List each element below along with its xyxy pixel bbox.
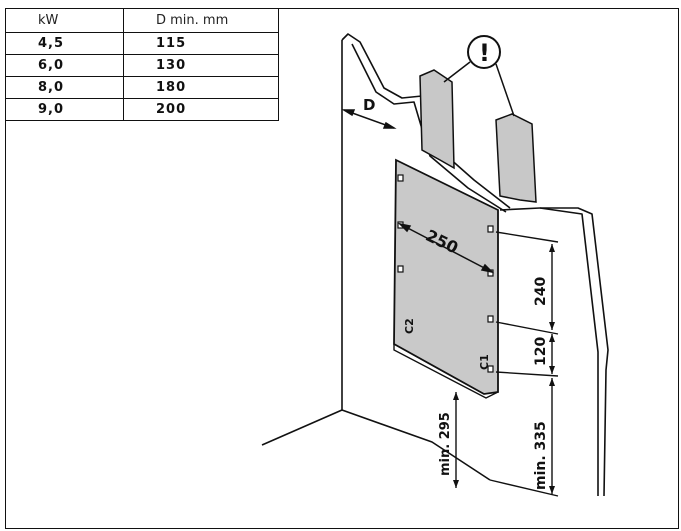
dim-ext-line [495,371,559,377]
table-cell-kw: 9,0 [5,98,124,121]
heater-plate [393,158,499,395]
table-cell-dmin: 115 [123,32,279,55]
dim-d-arrow [382,121,397,129]
rail-right [495,113,537,203]
mount-hole [397,265,404,273]
heater-plate-edge [393,344,499,399]
table-row: 4,5 115 [5,32,279,55]
right-wall-inner [539,207,599,496]
dim-ext-line [489,479,559,497]
label-c2: C2 [403,318,416,334]
dim-arrow [549,366,555,374]
warning-marker-icon: ! [479,39,490,67]
table-row: 8,0 180 [5,76,279,99]
left-wall-inner [351,43,507,213]
label-c1: C1 [478,354,491,370]
table-row: 6,0 130 [5,54,279,77]
clearance-table: kW D min. mm 4,5 115 6,0 130 8,0 180 9,0… [5,8,279,121]
label-min-335: min. 335 [533,421,549,490]
table-row: 9,0 200 [5,98,279,121]
dim-arrow [453,480,459,488]
dim-arrow [549,322,555,330]
dim-250-arrow [397,222,412,233]
dim-arrow [549,244,555,252]
floor-line [261,409,343,446]
left-wall [341,33,511,209]
dim-arrow [453,392,459,400]
dim-ext-line [495,321,559,335]
table-header-row: kW D min. mm [5,8,279,33]
dim-d-arrow [341,109,356,117]
label-d: D [363,96,375,114]
warning-marker-circle [467,35,501,69]
label-120: 120 [533,337,549,366]
table-cell-dmin: 200 [123,98,279,121]
mount-hole [397,174,404,182]
rail-left [419,69,455,170]
table-cell-kw: 6,0 [5,54,124,77]
mount-hole [487,225,494,233]
dim-arrow [549,486,555,494]
mount-hole [487,315,494,323]
marker-leader [443,61,471,83]
table-header-dmin: D min. mm [123,8,279,33]
dim-arrow [549,334,555,342]
dim-ext-line [495,231,559,243]
figure-frame [5,8,679,529]
mount-hole [487,365,494,373]
dim-250-line [399,223,493,273]
floor-line-right [341,409,491,481]
marker-leader [495,63,515,117]
dim-250-arrow [480,263,495,274]
dim-arrow [549,378,555,386]
label-min-295: min. 295 [438,412,453,476]
label-240: 240 [533,277,549,306]
